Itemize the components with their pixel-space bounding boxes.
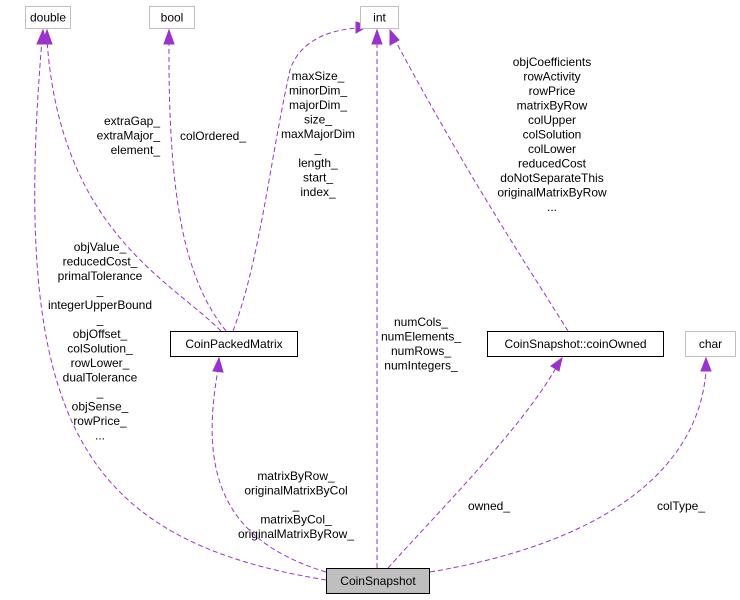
edge-label-line: originalMatrixByCol (244, 484, 347, 498)
edge-label-line: colUpper (528, 113, 576, 127)
edge-label-line: start_ (303, 171, 333, 185)
edge-label-line: extraMajor_ (97, 129, 161, 143)
edge-label-line: originalMatrixByRow (497, 186, 607, 200)
edge-label-line: matrixByRow (517, 99, 588, 113)
edge-label-line: originalMatrixByRow_ (238, 527, 354, 541)
node-coin-snapshot[interactable]: CoinSnapshot (326, 568, 430, 594)
edge-label-line: doNotSeparateThis (500, 171, 603, 185)
edge-label-line: rowLower_ (71, 356, 130, 370)
edge-label-line: colOrdered_ (180, 129, 246, 143)
edge-label-line: owned_ (468, 499, 510, 513)
edge-label-line: colLower (528, 142, 576, 156)
svg-text:int: int (373, 11, 386, 25)
node-coin-owned[interactable]: CoinSnapshot::coinOwned (487, 331, 664, 357)
edge-label-line: colSolution (523, 128, 582, 142)
edge-label-line: rowPrice_ (73, 414, 127, 428)
edge-label-line: extraGap_ (104, 114, 160, 128)
edge-snapshot-to-char (429, 356, 712, 573)
edge-label-line: reducedCost (518, 157, 587, 171)
edge-label-line: ... (95, 429, 105, 443)
edge-label-line: objSense_ (72, 400, 129, 414)
node-char[interactable]: char (685, 331, 736, 357)
edge-label-line: maxMajorDim (281, 127, 355, 141)
node-double[interactable]: double (25, 6, 71, 29)
edge-label-line: length_ (298, 156, 338, 170)
edge-snapshot-to-cpm (211, 356, 327, 573)
edge-label-cpm-to-double: extraGap_extraMajor_element_ (97, 114, 161, 157)
edge-label-line: objValue_ (74, 240, 127, 254)
edge-label-snapshot-to-char: colType_ (657, 499, 705, 513)
edge-label-line: _ (96, 313, 104, 327)
edge-label-line: numElements_ (381, 330, 461, 344)
edge-label-line: numRows_ (391, 344, 451, 358)
svg-text:CoinSnapshot::coinOwned: CoinSnapshot::coinOwned (504, 337, 646, 351)
edge-cpm-to-bool (163, 28, 227, 332)
node-int[interactable]: int (360, 6, 399, 29)
node-bool[interactable]: bool (149, 6, 195, 29)
edge-label-cpm-to-bool: colOrdered_ (180, 129, 246, 143)
svg-text:CoinPackedMatrix: CoinPackedMatrix (185, 337, 282, 351)
edge-label-line: dualTolerance (63, 371, 138, 385)
svg-text:double: double (30, 11, 66, 25)
svg-text:CoinSnapshot: CoinSnapshot (340, 574, 416, 588)
svg-text:bool: bool (161, 11, 184, 25)
edge-label-snapshot-to-cpm: matrixByRow_originalMatrixByCol_matrixBy… (238, 469, 354, 541)
edge-label-line: _ (96, 284, 104, 298)
edge-snapshot-to-owned (387, 356, 563, 569)
edge-label-line: minorDim_ (289, 84, 347, 98)
edge-label-line: colType_ (657, 499, 705, 513)
edge-label-line: integerUpperBound (48, 298, 152, 312)
svg-text:char: char (699, 337, 722, 351)
edge-label-line: primalTolerance (58, 269, 143, 283)
edge-label-line: colSolution_ (67, 342, 133, 356)
edge-label-line: index_ (300, 185, 336, 199)
edge-label-line: matrixByCol_ (260, 513, 332, 527)
edge-label-cpm-to-int: maxSize_minorDim_majorDim_size_maxMajorD… (281, 69, 355, 199)
node-coin-packed-matrix[interactable]: CoinPackedMatrix (170, 331, 298, 357)
edge-label-line: maxSize_ (292, 69, 345, 83)
edge-label-line: size_ (304, 113, 332, 127)
edge-label-line: numCols_ (394, 315, 448, 329)
edge-label-line: _ (292, 498, 300, 512)
edge-label-line: _ (314, 142, 322, 156)
edge-cpm-to-double (41, 28, 222, 332)
edge-label-snapshot-to-int: numCols_numElements_numRows_numIntegers_ (381, 315, 461, 373)
edge-label-line: majorDim_ (289, 98, 347, 112)
edge-label-line: _ (96, 385, 104, 399)
edge-label-line: ... (547, 200, 557, 214)
edge-label-line: element_ (111, 143, 161, 157)
edge-snapshot-to-int (371, 28, 383, 568)
edge-label-snapshot-to-double: objValue_reducedCost_primalTolerance_int… (48, 240, 152, 443)
edge-label-line: reducedCost_ (63, 255, 138, 269)
edge-label-line: numIntegers_ (384, 359, 458, 373)
edge-owned-to-int (389, 28, 569, 332)
edge-label-line: rowActivity (523, 70, 580, 84)
edge-label-line: rowPrice (529, 84, 576, 98)
edge-snapshot-to-double (34, 28, 327, 581)
edge-label-snapshot-to-owned: owned_ (468, 499, 510, 513)
edge-label-line: matrixByRow_ (257, 469, 335, 483)
edge-label-line: objOffset_ (73, 327, 128, 341)
edge-label-line: objCoefficients (513, 55, 592, 69)
